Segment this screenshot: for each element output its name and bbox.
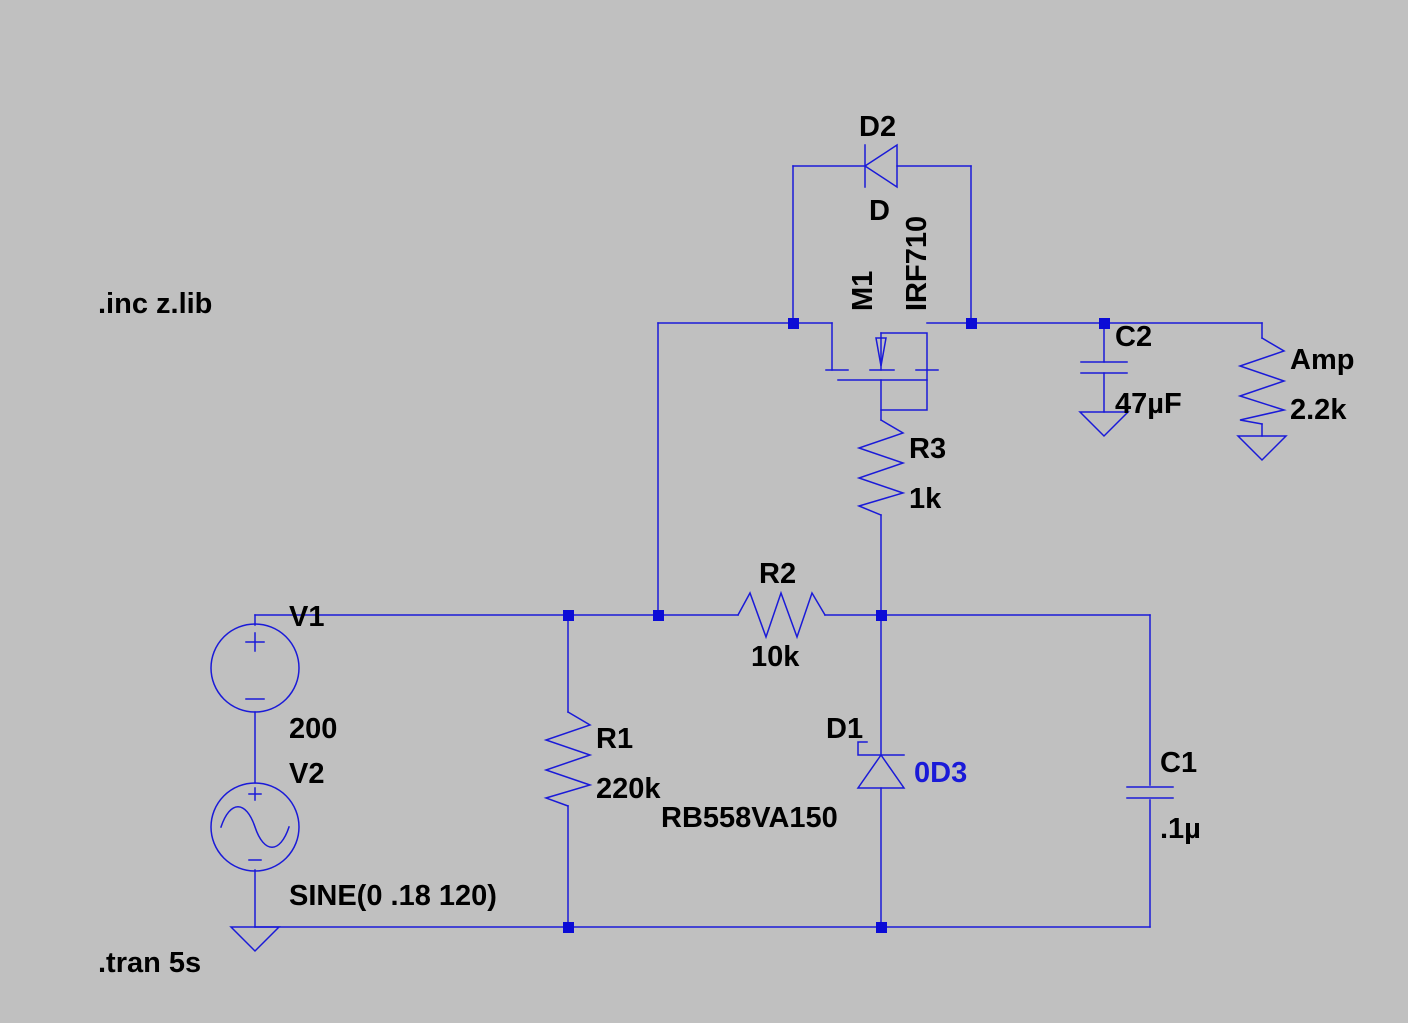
junction-dot[interactable]	[788, 318, 799, 329]
junction-dot[interactable]	[966, 318, 977, 329]
ground-icon[interactable]	[229, 926, 281, 953]
d1-triangle	[856, 753, 906, 789]
sine-wave-icon	[220, 806, 290, 848]
wire-r3-to-source[interactable]	[880, 369, 928, 421]
junctions	[563, 318, 1110, 933]
c2-value-label[interactable]: 47µF	[1115, 388, 1182, 420]
junction-dot[interactable]	[563, 922, 574, 933]
r1-name-label[interactable]: R1	[596, 723, 633, 755]
capacitor-c1[interactable]	[1126, 786, 1174, 799]
amp-value-label[interactable]: 2.2k	[1290, 394, 1347, 426]
d2-name-label[interactable]: D2	[859, 111, 896, 143]
ground-icon[interactable]	[1078, 411, 1130, 438]
voltage-source-v2[interactable]	[210, 782, 300, 872]
junction-dot[interactable]	[876, 610, 887, 621]
wires	[254, 165, 1263, 928]
resistor-r3[interactable]	[856, 418, 906, 516]
labels: .inc z.lib .tran 5s V1 200 V2 SINE(0 .18…	[98, 111, 1354, 979]
v1-name-label[interactable]: V1	[289, 601, 324, 633]
c1-value-label[interactable]: .1µ	[1160, 813, 1201, 845]
c2-name-label[interactable]: C2	[1115, 321, 1152, 353]
r3-value-label[interactable]: 1k	[909, 483, 942, 515]
m1-name-label[interactable]: M1	[847, 271, 879, 311]
ground-icon[interactable]	[1236, 435, 1288, 462]
net-label-0d3[interactable]: 0D3	[914, 757, 967, 789]
r2-name-label[interactable]: R2	[759, 558, 796, 590]
resistor-r1[interactable]	[543, 710, 593, 807]
junction-dot[interactable]	[1099, 318, 1110, 329]
d2-triangle	[863, 143, 898, 189]
resistor-amp[interactable]	[1237, 336, 1287, 425]
r1-value-label[interactable]: 220k	[596, 773, 661, 805]
d1-name-label[interactable]: D1	[826, 713, 863, 745]
v1-value-label[interactable]: 200	[289, 713, 337, 745]
capacitor-c2[interactable]	[1080, 361, 1128, 374]
v1-body	[210, 623, 300, 713]
junction-dot[interactable]	[653, 610, 664, 621]
d1-value-label[interactable]: RB558VA150	[661, 802, 838, 834]
zener-diode-d1[interactable]	[856, 741, 906, 789]
amp-name-label[interactable]: Amp	[1290, 344, 1354, 376]
v2-body	[210, 782, 300, 872]
diode-d2[interactable]	[863, 143, 898, 189]
v2-value-label[interactable]: SINE(0 .18 120)	[289, 880, 497, 912]
r2-value-label[interactable]: 10k	[751, 641, 800, 673]
v2-name-label[interactable]: V2	[289, 758, 324, 790]
m1-body-arrow	[875, 337, 887, 367]
directive-include[interactable]: .inc z.lib	[98, 288, 212, 320]
m1-source-lead	[880, 332, 928, 371]
voltage-source-v1[interactable]	[210, 623, 300, 713]
mosfet-m1[interactable]	[825, 322, 939, 411]
directive-tran[interactable]: .tran 5s	[98, 947, 201, 979]
junction-dot[interactable]	[876, 922, 887, 933]
junction-dot[interactable]	[563, 610, 574, 621]
c1-name-label[interactable]: C1	[1160, 747, 1197, 779]
d2-value-label[interactable]: D	[869, 195, 890, 227]
r3-name-label[interactable]: R3	[909, 433, 946, 465]
resistor-r2[interactable]	[736, 590, 827, 640]
m1-value-label[interactable]: IRF710	[901, 216, 933, 311]
